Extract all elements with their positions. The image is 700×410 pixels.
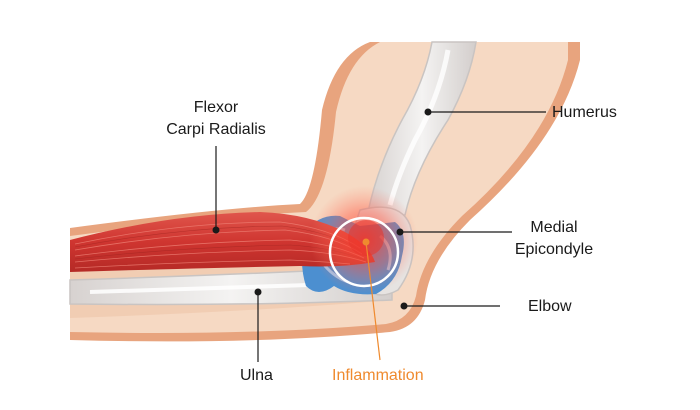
leader-medial-dot	[396, 228, 404, 236]
label-elbow: Elbow	[528, 298, 572, 315]
inflammation-ring	[328, 216, 400, 288]
humerus-highlight	[387, 49, 451, 206]
leader-humerus-dot	[424, 108, 432, 116]
leader-inflammation	[365, 241, 381, 361]
label-flexor-line1: Flexor	[194, 99, 239, 116]
leader-ulna-dot	[254, 288, 262, 296]
label-medial-line2: Epicondyle	[515, 241, 593, 258]
leader-flexor-dot	[212, 226, 220, 234]
label-ulna: Ulna	[240, 367, 273, 384]
leader-elbow-dot	[400, 302, 408, 310]
label-humerus: Humerus	[552, 104, 617, 121]
label-inflammation: Inflammation	[332, 367, 424, 384]
label-medial-line1: Medial	[530, 219, 577, 236]
inflammation-core	[348, 220, 384, 256]
leader-inflammation-dot	[362, 238, 370, 246]
label-flexor-line2: Carpi Radialis	[166, 121, 266, 138]
